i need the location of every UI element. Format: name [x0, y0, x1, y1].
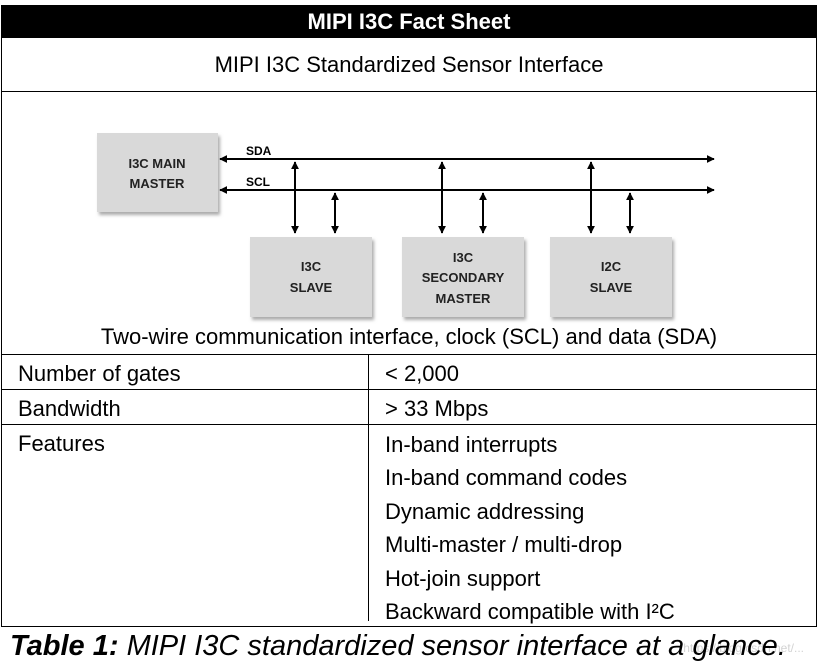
main-master-box	[97, 133, 218, 212]
gates-label: Number of gates	[2, 355, 369, 389]
diagram-caption: Two-wire communication interface, clock …	[100, 324, 718, 349]
secondary-master-line3: MASTER	[436, 291, 492, 306]
bandwidth-label: Bandwidth	[2, 390, 369, 424]
table-caption: Table 1: MIPI I3C standardized sensor in…	[10, 630, 786, 663]
list-item: Backward compatible with I²C	[385, 598, 675, 624]
table-row: Bandwidth > 33 Mbps	[2, 390, 816, 425]
list-item: In-band command codes	[385, 465, 628, 491]
feature-list: In-band interrupts In-band command codes…	[385, 431, 816, 631]
main-master-line1: I3C MAIN	[128, 156, 185, 171]
table-caption-text: MIPI I3C standardized sensor interface a…	[118, 630, 786, 662]
i2c-slave-line1: I2C	[601, 259, 622, 274]
gates-value: < 2,000	[385, 361, 460, 386]
list-item: In-band interrupts	[385, 432, 558, 457]
scl-label: SCL	[246, 175, 270, 189]
bandwidth-value: > 33 Mbps	[385, 396, 489, 421]
i2c-slave-box	[550, 237, 672, 317]
i3c-slave-line1: I3C	[301, 259, 322, 274]
features-value: In-band interrupts In-band command codes…	[369, 425, 816, 631]
watermark: https://blog.csdn.net/...	[683, 641, 804, 655]
secondary-master-line2: SECONDARY	[422, 270, 505, 285]
list-item: Dynamic addressing	[385, 498, 585, 524]
table-row: Number of gates < 2,000	[2, 355, 816, 390]
i3c-slave-block: I3C SLAVE	[250, 237, 372, 317]
main-master-line2: MASTER	[130, 176, 186, 191]
main-master-block: I3C MAIN MASTER	[97, 133, 218, 212]
bus-diagram: I3C MAIN MASTER SDA SCL I3C SLAVE I3C SE…	[2, 92, 816, 354]
fact-sheet: MIPI I3C Fact Sheet MIPI I3C Standardize…	[1, 5, 817, 627]
spec-table: Number of gates < 2,000 Bandwidth > 33 M…	[2, 354, 816, 631]
features-label: Features	[2, 425, 369, 621]
i3c-slave-line2: SLAVE	[290, 280, 333, 295]
secondary-master-line1: I3C	[453, 250, 474, 265]
i2c-slave-block: I2C SLAVE	[550, 237, 672, 317]
i2c-slave-line2: SLAVE	[590, 280, 633, 295]
bus-diagram-svg: I3C MAIN MASTER SDA SCL I3C SLAVE I3C SE…	[97, 133, 715, 317]
page-title: MIPI I3C Fact Sheet	[2, 6, 816, 38]
sda-label: SDA	[246, 144, 272, 158]
table-row: Features In-band interrupts In-band comm…	[2, 425, 816, 631]
subtitle: MIPI I3C Standardized Sensor Interface	[2, 38, 816, 92]
i3c-slave-box	[250, 237, 372, 317]
list-item: Multi-master / multi-drop	[385, 532, 623, 558]
i3c-secondary-master-box	[402, 237, 524, 317]
i3c-secondary-master-block: I3C SECONDARY MASTER	[402, 237, 524, 317]
table-caption-prefix: Table 1:	[10, 630, 119, 662]
list-item: Hot-join support	[385, 565, 541, 591]
